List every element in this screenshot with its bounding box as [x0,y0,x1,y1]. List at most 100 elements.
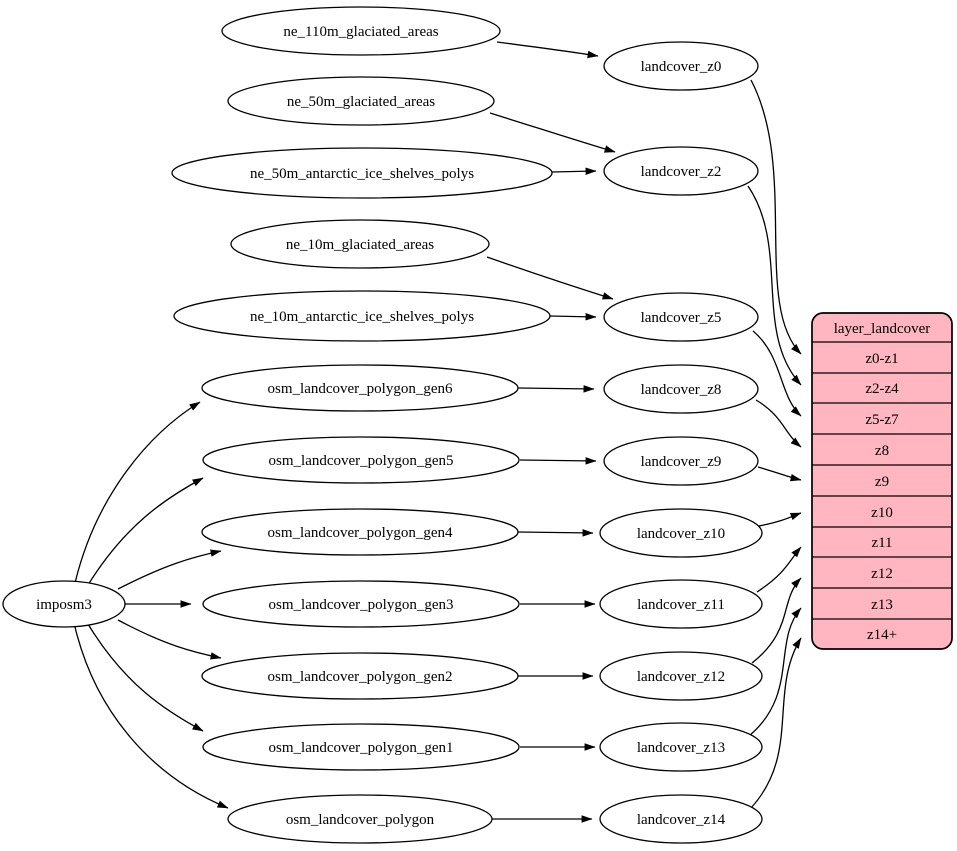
source-ellipse [227,794,493,844]
node-landcover-z8: landcover_z8 [603,364,759,414]
source-label: osm_landcover_polygon_gen6 [268,381,453,397]
node-osm-landcover-polygon: osm_landcover_polygon [227,794,493,844]
edge-z9-to-row-z9 [757,466,802,482]
layer-row-z14plus: z14+ [867,627,897,643]
node-osm-landcover-polygon-gen5: osm_landcover_polygon_gen5 [202,436,520,484]
edge-z11-to-row-z11 [756,546,802,593]
edge-group-layer [747,79,802,809]
node-osm-landcover-polygon-gen2: osm_landcover_polygon_gen2 [201,652,519,700]
node-osm-landcover-polygon-gen6: osm_landcover_polygon_gen6 [201,364,519,412]
node-osm-landcover-polygon-gen1: osm_landcover_polygon_gen1 [202,723,520,771]
edge-ne50m-antarctic-to-z2 [551,167,597,175]
layer-row-z11: z11 [871,535,892,551]
source-label: ne_10m_glaciated_areas [286,237,434,253]
source-label: ne_50m_glaciated_areas [287,94,435,110]
source-label: osm_landcover_polygon_gen4 [268,525,453,541]
table-ellipse [599,651,763,701]
source-label: ne_50m_antarctic_ice_shelves_polys [250,166,474,182]
table-ellipse [599,508,763,558]
source-ellipse [221,6,501,56]
table-ellipse [603,41,759,91]
node-ne-110m-glaciated-areas: ne_110m_glaciated_areas [221,6,501,56]
layer-landcover-record: layer_landcover z0-z1 z2-z4 z5-z7 z8 z9 … [811,312,953,650]
layer-row-z13: z13 [871,597,893,613]
edge-z2-to-row-z2z4 [747,185,802,386]
node-landcover-z14: landcover_z14 [599,794,763,844]
table-label: landcover_z12 [637,669,725,685]
table-ellipse [603,292,759,342]
node-landcover-z11: landcover_z11 [599,579,763,629]
source-ellipse [202,580,520,628]
edge-imposm3-to-gen5 [87,477,204,586]
edge-gen6-to-z8 [517,385,595,393]
source-ellipse [227,76,495,126]
edge-imposm3-to-gen1 [87,623,204,732]
source-label: osm_landcover_polygon [286,812,435,828]
source-label: ne_110m_glaciated_areas [283,24,438,40]
edge-gen5-to-z9 [519,457,597,465]
node-landcover-z12: landcover_z12 [599,651,763,701]
table-ellipse [603,146,759,196]
source-label: osm_landcover_polygon_gen3 [269,597,454,613]
table-label: landcover_z13 [637,740,725,756]
table-label: landcover_z0 [641,59,722,75]
edge-group-sources [486,41,616,823]
node-landcover-z13: landcover_z13 [599,722,763,772]
table-ellipse [603,436,759,486]
layer-row-z5z7: z5-z7 [865,412,899,428]
table-ellipse [603,364,759,414]
source-label: ne_10m_antarctic_ice_shelves_polys [250,309,474,325]
node-ne-10m-antarctic-ice-shelves-polys: ne_10m_antarctic_ice_shelves_polys [173,290,551,342]
edge-z10-to-row-z10 [758,512,802,527]
edge-ne50m-glaciated-to-z2 [489,112,616,153]
edge-imposm3-to-gen4 [117,549,222,590]
edge-ne10m-glaciated-to-z5 [486,256,614,300]
source-label: osm_landcover_polygon_gen2 [268,669,453,685]
edge-z12-to-row-z12 [751,577,802,664]
layer-box [811,312,953,650]
layer-row-z12: z12 [871,566,893,582]
node-landcover-z10: landcover_z10 [599,508,763,558]
edge-z8-to-row-z8 [755,399,802,448]
node-ne-50m-antarctic-ice-shelves-polys: ne_50m_antarctic_ice_shelves_polys [171,147,553,199]
layer-row-z2z4: z2-z4 [865,381,899,397]
edge-z13-to-row-z13 [748,607,802,737]
node-osm-landcover-polygon-gen4: osm_landcover_polygon_gen4 [201,508,519,556]
edge-imposm3-to-gen6 [74,401,201,584]
source-ellipse [202,723,520,771]
node-landcover-z2: landcover_z2 [603,146,759,196]
source-ellipse [230,219,490,269]
layer-row-z0z1: z0-z1 [865,351,898,367]
node-osm-landcover-polygon-gen3: osm_landcover_polygon_gen3 [202,580,520,628]
source-label: osm_landcover_polygon_gen5 [269,453,454,469]
node-landcover-z5: landcover_z5 [603,292,759,342]
node-ne-50m-glaciated-areas: ne_50m_glaciated_areas [227,76,495,126]
table-label: landcover_z9 [641,454,722,470]
edge-gen4-to-z10 [517,529,594,537]
source-ellipse [202,436,520,484]
node-imposm3: imposm3 [2,580,126,628]
edge-group-importer [74,401,229,809]
imposm3-ellipse [2,580,126,628]
node-ne-10m-glaciated-areas: ne_10m_glaciated_areas [230,219,490,269]
table-label: landcover_z5 [641,310,722,326]
source-ellipse [201,652,519,700]
table-ellipse [599,722,763,772]
table-ellipse [599,794,763,844]
edge-imposm3-to-polygon [74,626,229,809]
table-label: landcover_z11 [637,597,725,613]
source-ellipse [171,147,553,199]
layer-row-z10: z10 [871,505,893,521]
edge-ne10m-antarctic-to-z5 [549,313,597,321]
imposm3-label: imposm3 [36,597,92,613]
edge-z0-to-row-z0z1 [750,79,802,355]
table-ellipse [599,579,763,629]
edge-z14-to-row-z14 [750,637,802,809]
table-label: landcover_z14 [637,812,726,828]
edge-imposm3-to-gen2 [117,619,222,660]
table-label: landcover_z8 [641,382,722,398]
layer-row-z8: z8 [875,443,889,459]
edge-ne110m-to-z0 [496,41,599,59]
